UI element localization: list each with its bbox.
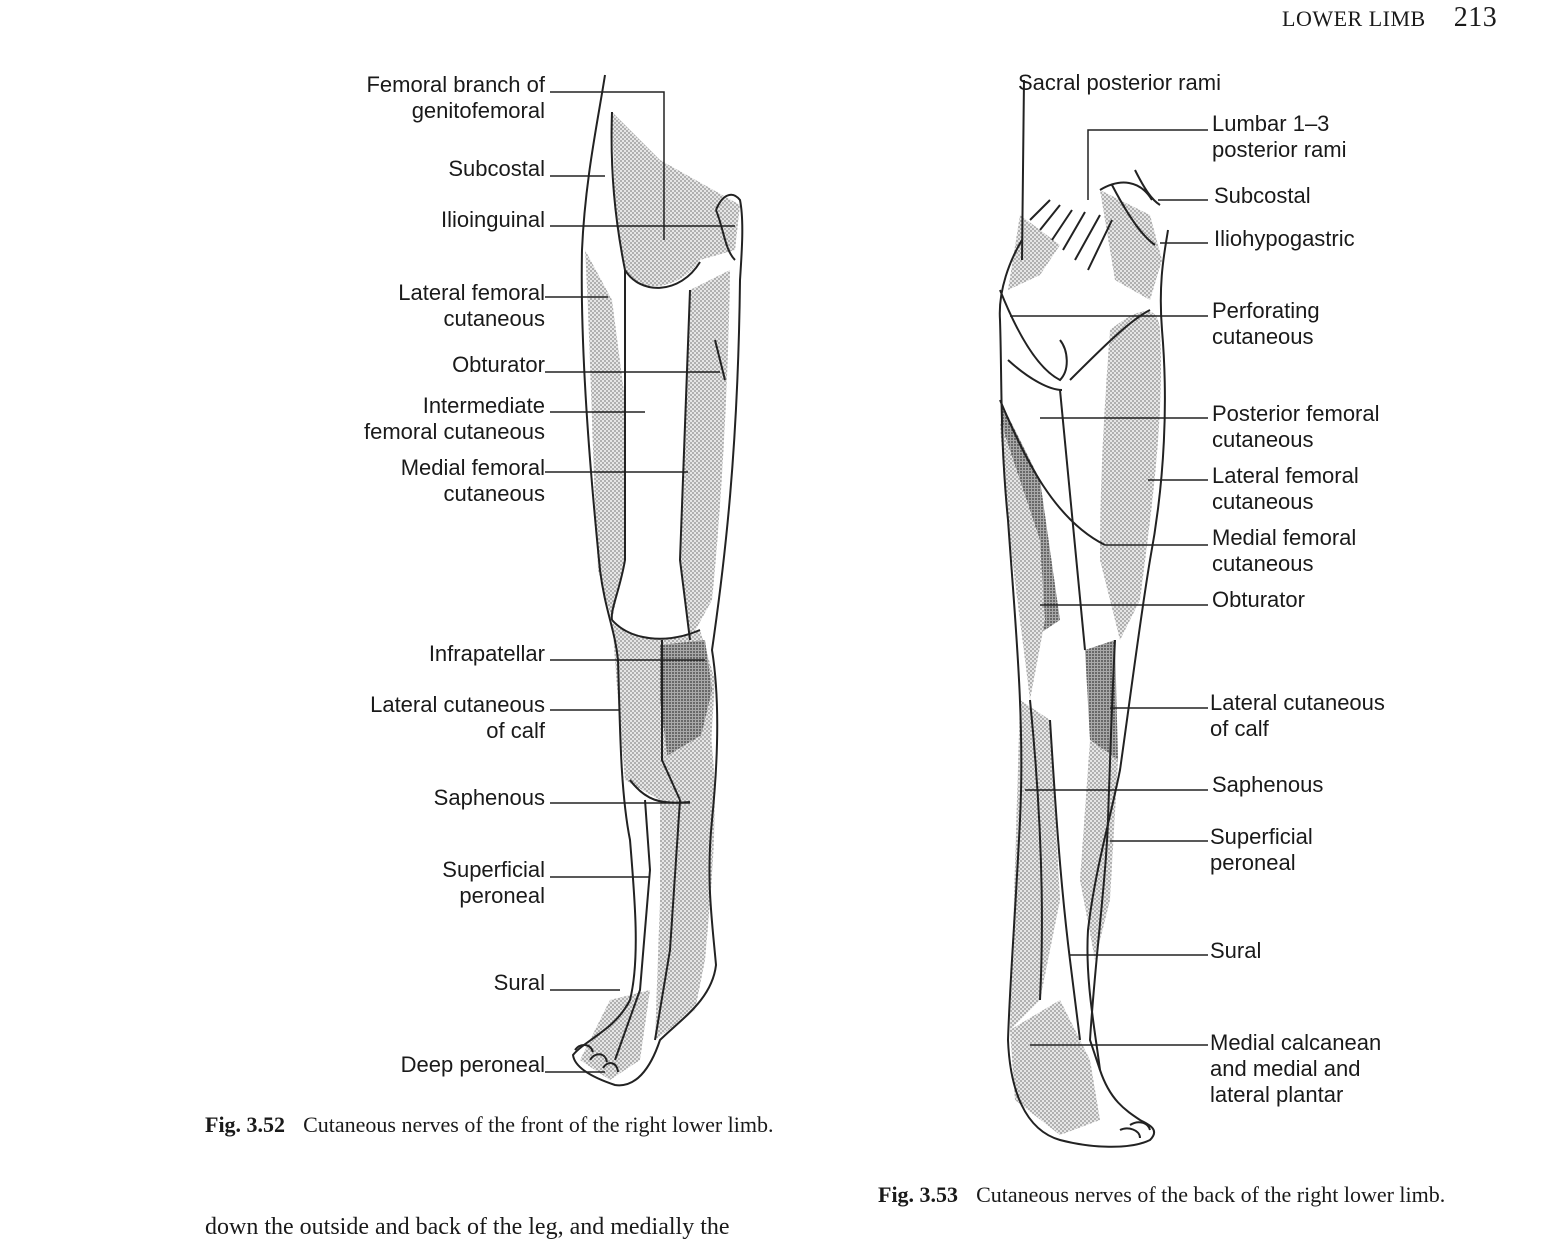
label-ilioinguinal: Ilioinguinal	[441, 207, 545, 232]
label-line: Perforating	[1212, 298, 1320, 323]
label-posterior-femoral-cutaneous: Posterior femoral cutaneous	[1212, 401, 1380, 453]
label-lateral-cutaneous-calf-back: Lateral cutaneous of calf	[1210, 690, 1385, 742]
label-subcostal-back: Subcostal	[1214, 183, 1311, 208]
label-infrapatellar: Infrapatellar	[428, 641, 545, 666]
label-medial-femoral-cutaneous-back: Medial femoral cutaneous	[1212, 525, 1356, 577]
label-subcostal-front: Subcostal	[448, 156, 545, 181]
label-medial-calcanean-plantar: Medial calcanean and medial and lateral …	[1210, 1030, 1381, 1108]
label-sural-front: Sural	[493, 970, 545, 995]
label-line: Posterior femoral	[1212, 401, 1380, 426]
label-medial-femoral-cutaneous-front: Medial femoral cutaneous	[295, 455, 545, 507]
front-leg-figure	[545, 74, 744, 1087]
label-line: Medial femoral	[1212, 525, 1357, 550]
label-femoral-branch-genitofemoral: Femoral branch of genitofemoral	[295, 72, 545, 124]
label-line: Medial femoral	[400, 455, 545, 480]
caption-text: Cutaneous nerves of the back of the righ…	[976, 1182, 1446, 1207]
label-line: cutaneous	[1212, 324, 1314, 349]
label-line: Medial calcanean	[1210, 1030, 1382, 1055]
caption-number: Fig. 3.52	[205, 1112, 286, 1137]
label-line: cutaneous	[1212, 551, 1314, 576]
label-lateral-femoral-cutaneous-front: Lateral femoral cutaneous	[295, 280, 545, 332]
figure-caption-front: Fig. 3.52 Cutaneous nerves of the front o…	[205, 1112, 815, 1138]
caption-number: Fig. 3.53	[878, 1182, 959, 1207]
label-line: peroneal	[459, 883, 545, 908]
label-line: and medial and	[1210, 1056, 1361, 1081]
label-intermediate-femoral-cutaneous: Intermediate femoral cutaneous	[295, 393, 545, 445]
label-iliohypogastric: Iliohypogastric	[1214, 226, 1355, 251]
body-text-line: down the outside and back of the leg, an…	[205, 1214, 730, 1240]
label-line: Lateral cutaneous	[370, 692, 545, 717]
label-line: of calf	[1210, 716, 1269, 741]
back-leg-figure	[998, 79, 1208, 1148]
label-sacral-posterior-rami: Sacral posterior rami	[1018, 70, 1221, 95]
label-line: Intermediate	[422, 393, 545, 418]
label-obturator-back: Obturator	[1212, 587, 1305, 612]
section-title: LOWER LIMB	[1282, 6, 1426, 31]
label-lateral-cutaneous-calf-front: Lateral cutaneous of calf	[295, 692, 545, 744]
label-line: Lateral cutaneous	[1210, 690, 1385, 715]
label-saphenous-back: Saphenous	[1212, 772, 1324, 797]
label-line: femoral cutaneous	[364, 419, 545, 444]
label-perforating-cutaneous: Perforating cutaneous	[1212, 298, 1320, 350]
page-number: 213	[1453, 2, 1498, 33]
label-line: cutaneous	[443, 481, 545, 506]
label-saphenous-front: Saphenous	[433, 785, 545, 810]
figure-caption-back: Fig. 3.53 Cutaneous nerves of the back of…	[878, 1182, 1488, 1208]
label-line: Superficial	[1210, 824, 1313, 849]
label-sural-back: Sural	[1210, 938, 1262, 963]
label-line: cutaneous	[443, 306, 545, 331]
label-line: Lateral femoral	[398, 280, 545, 305]
label-line: peroneal	[1210, 850, 1296, 875]
label-line: genitofemoral	[411, 98, 545, 123]
label-line: Lumbar 1–3	[1212, 111, 1330, 136]
label-line: Femoral branch of	[366, 72, 545, 97]
label-line: Superficial	[442, 857, 545, 882]
label-line: posterior rami	[1212, 137, 1347, 162]
label-obturator-front: Obturator	[452, 352, 545, 377]
label-superficial-peroneal-back: Superficial peroneal	[1210, 824, 1313, 876]
label-line: of calf	[486, 718, 545, 743]
label-line: cutaneous	[1212, 427, 1314, 452]
label-line: Lateral femoral	[1212, 463, 1359, 488]
label-lumbar-posterior-rami: Lumbar 1–3 posterior rami	[1212, 111, 1346, 163]
running-head: LOWER LIMB 213	[1282, 2, 1497, 34]
label-line: lateral plantar	[1210, 1082, 1344, 1107]
label-lateral-femoral-cutaneous-back: Lateral femoral cutaneous	[1212, 463, 1359, 515]
caption-text: Cutaneous nerves of the front of the rig…	[303, 1112, 774, 1137]
label-deep-peroneal: Deep peroneal	[400, 1052, 545, 1077]
label-line: cutaneous	[1212, 489, 1314, 514]
label-superficial-peroneal-front: Superficial peroneal	[295, 857, 545, 909]
